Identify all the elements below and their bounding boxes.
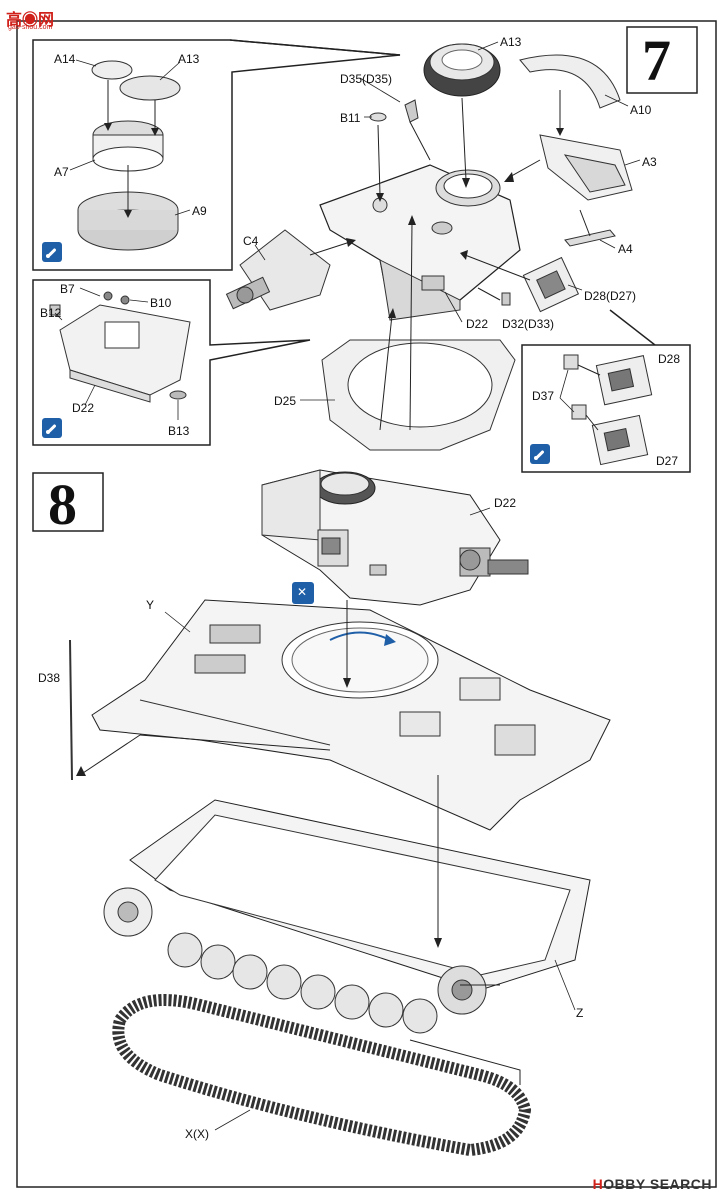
inset-cupola	[32, 39, 401, 271]
step-number-8: 8	[48, 472, 77, 537]
watermark-logo: 高◉网	[6, 12, 55, 29]
hull-top	[69, 599, 611, 831]
no-cement-icon	[292, 582, 314, 604]
label-d28-main: D28(D27)	[584, 289, 637, 303]
label-y: Y	[146, 598, 155, 612]
step-number-7: 7	[642, 28, 671, 93]
label-a13: A13	[500, 35, 522, 49]
step7-box	[626, 26, 698, 94]
watermark-url: gao-shou.com	[8, 24, 53, 31]
label-a9: A9	[192, 204, 207, 218]
cement-icon-interior	[42, 418, 62, 438]
label-d32: D32(D33)	[502, 317, 555, 331]
turret-step8	[261, 469, 529, 606]
hobby-search-logo: HOBBY SEARCH	[592, 1176, 712, 1192]
label-d35: D35(D35)	[340, 72, 393, 86]
label-b11: B11	[340, 111, 361, 125]
label-b13: B13	[168, 424, 190, 438]
cement-icon-cupola	[42, 242, 62, 262]
lower-hull	[103, 775, 591, 1034]
label-d28: D28	[658, 352, 681, 366]
inset-turret-interior	[32, 279, 311, 446]
label-d22-step8: D22	[494, 496, 517, 510]
label-d22-inset: D22	[72, 401, 95, 415]
label-a13-inset: A13	[178, 52, 200, 66]
label-b7: B7	[60, 282, 75, 296]
inset-vision-block	[521, 309, 691, 473]
label-a10: A10	[630, 103, 652, 117]
label-d25: D25	[274, 394, 297, 408]
label-xx: X(X)	[185, 1127, 209, 1141]
label-z: Z	[576, 1006, 584, 1020]
label-a7: A7	[54, 165, 69, 179]
cement-icon-vision	[530, 444, 550, 464]
label-d22: D22	[466, 317, 489, 331]
step8-box	[32, 472, 104, 532]
label-d27: D27	[656, 454, 679, 468]
label-d37: D37	[532, 389, 555, 403]
label-c4: C4	[243, 234, 259, 248]
page-border	[16, 20, 717, 1188]
label-a3: A3	[642, 155, 657, 169]
turret-assembly-step7	[225, 41, 641, 451]
label-a4: A4	[618, 242, 633, 256]
label-a14: A14	[54, 52, 76, 66]
label-b10: B10	[150, 296, 172, 310]
track	[112, 994, 532, 1157]
label-b12: B12	[40, 306, 62, 320]
label-d38: D38	[38, 671, 61, 685]
